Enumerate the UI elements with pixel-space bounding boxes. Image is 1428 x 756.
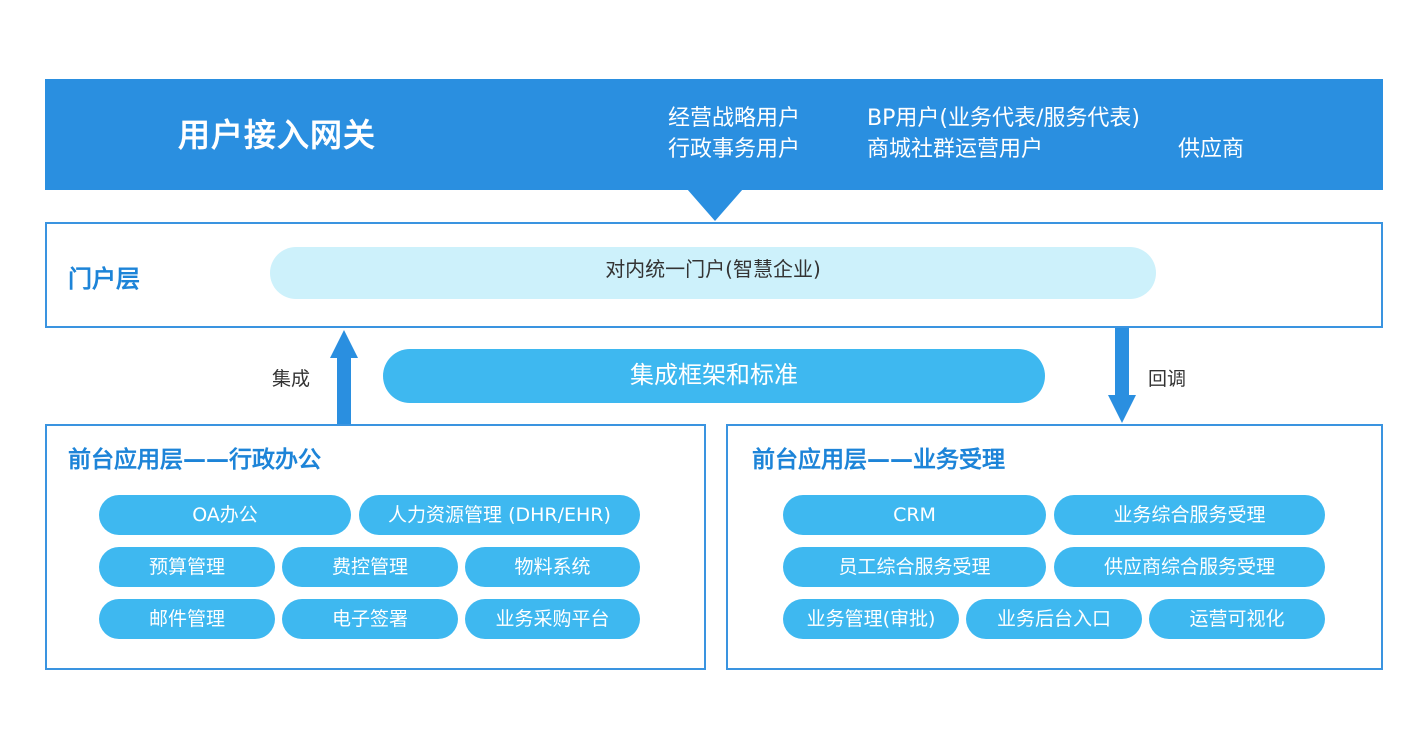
gateway-user-admin: 行政事务用户 [668,137,801,162]
integration-framework: 集成框架和标准 [383,349,1045,403]
business-item-ops-visual: 运营可视化 [1149,599,1325,639]
arrow-up-shaft [337,356,351,426]
admin-item-esign: 电子签署 [282,599,458,639]
integrate-label: 集成 [272,368,311,390]
business-item-service: 业务综合服务受理 [1054,495,1325,535]
user-access-gateway [45,79,1383,190]
admin-item-oa: OA办公 [99,495,351,535]
arrow-up-icon [330,330,358,358]
callback-label: 回调 [1148,368,1187,390]
gateway-title: 用户接入网关 [178,116,377,154]
gateway-user-mall-community: 商城社群运营用户 [867,137,1044,162]
gateway-user-bp: BP用户(业务代表/服务代表) [867,106,1140,131]
arrow-down-icon [1108,395,1136,423]
portal-layer-label: 门户层 [68,265,140,293]
unified-portal-item: 对内统一门户(智慧企业) [270,247,1156,299]
business-item-approval: 业务管理(审批) [783,599,959,639]
admin-item-mail: 邮件管理 [99,599,275,639]
admin-item-procurement: 业务采购平台 [465,599,640,639]
admin-item-materials: 物料系统 [465,547,640,587]
admin-item-hr: 人力资源管理 (DHR/EHR) [359,495,640,535]
admin-item-expense: 费控管理 [282,547,458,587]
business-item-crm: CRM [783,495,1046,535]
business-layer-title: 前台应用层——业务受理 [752,447,1005,473]
arrow-down-shaft [1115,328,1129,396]
business-item-supplier-service: 供应商综合服务受理 [1054,547,1325,587]
gateway-user-strategy: 经营战略用户 [668,106,801,131]
business-item-employee-service: 员工综合服务受理 [783,547,1046,587]
admin-layer-title: 前台应用层——行政办公 [68,447,321,473]
admin-item-budget: 预算管理 [99,547,275,587]
gateway-user-supplier: 供应商 [1178,137,1245,162]
gateway-pointer-icon [687,189,743,221]
business-item-backend-entry: 业务后台入口 [966,599,1142,639]
